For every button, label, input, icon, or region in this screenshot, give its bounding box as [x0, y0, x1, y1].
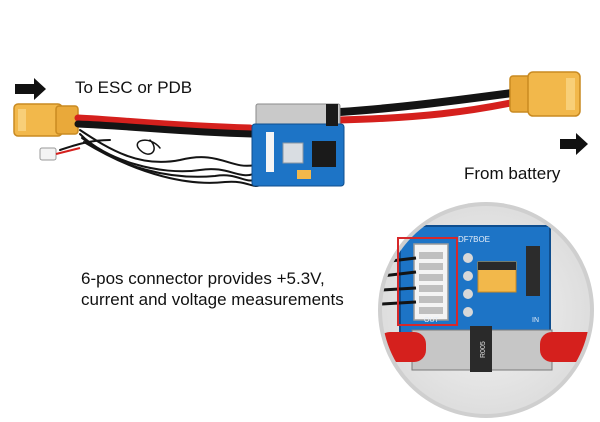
- label-from-battery: From battery: [464, 164, 561, 183]
- magnified-detail: DF7BOE R005 IN OUT: [378, 202, 594, 418]
- connector-highlight-box: [397, 237, 458, 326]
- label-connector-line2: current and voltage measurements: [81, 290, 344, 309]
- wire-harness: [59, 114, 263, 187]
- label-to-esc-pdb: To ESC or PDB: [75, 78, 193, 97]
- shunt-marking: R005: [480, 341, 487, 358]
- xt60-connector-left: [13, 103, 79, 137]
- xt60-connector-right: [509, 71, 581, 117]
- port-label-in: IN: [532, 317, 539, 324]
- label-connector-description: 6-pos connector provides +5.3V, current …: [81, 268, 344, 310]
- jst-plug: [39, 147, 81, 161]
- arrow-right-icon: [560, 133, 588, 155]
- pcb-marking: DF7BOE: [458, 235, 490, 244]
- power-module-board: [251, 103, 345, 187]
- label-connector-line1: 6-pos connector provides +5.3V,: [81, 269, 325, 288]
- port-label-out: OUT: [424, 317, 440, 324]
- battery-cables: [336, 88, 529, 124]
- arrow-right-icon: [15, 78, 46, 100]
